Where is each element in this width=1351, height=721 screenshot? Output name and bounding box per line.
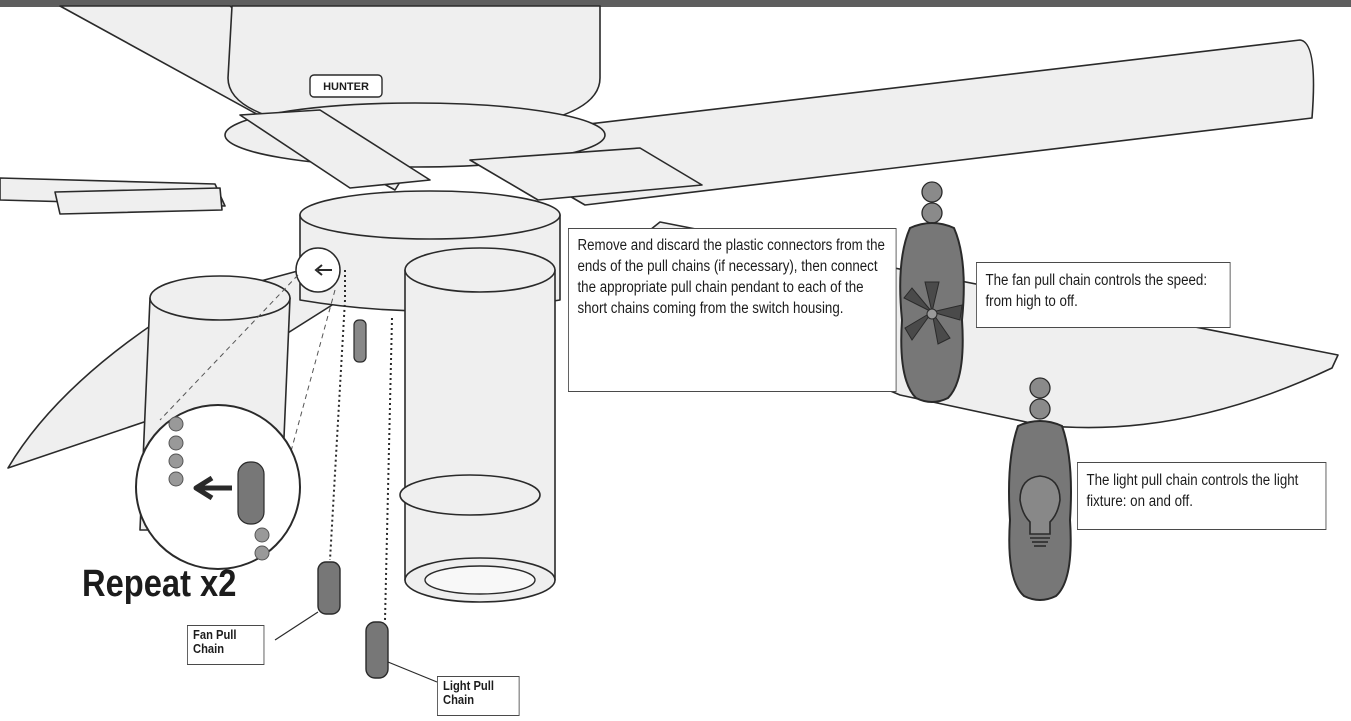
brand-label: HUNTER — [323, 81, 369, 93]
light-pendant-small — [365, 621, 389, 679]
instruction-callout: Remove and discard the plastic connector… — [568, 228, 897, 392]
blade-bracket-left — [54, 187, 223, 215]
fan-chain — [329, 270, 346, 561]
fan-pendant-large — [899, 181, 965, 403]
brand-plate — [309, 74, 383, 98]
chain-connector — [353, 319, 367, 363]
light-pendant-large — [1008, 377, 1072, 601]
fan-blade-upper-right — [469, 39, 1315, 206]
fan-blade-icon — [903, 281, 963, 345]
fan-pendant-small — [317, 561, 341, 615]
blade-bracket-front — [469, 147, 703, 201]
discard-arrow-icon — [193, 475, 232, 501]
fan-chain-callout: The fan pull chain controls the speed: f… — [976, 262, 1231, 328]
connector-detail — [237, 461, 265, 525]
light-chain-callout: The light pull chain controls the light … — [1077, 462, 1327, 530]
blade-bracket-top — [239, 109, 431, 189]
light-pull-chain-tag: Light Pull Chain — [437, 676, 520, 716]
light-chain — [384, 317, 393, 621]
fan-pull-chain-tag: Fan Pull Chain — [187, 625, 265, 665]
repeat-label: Repeat x2 — [82, 563, 237, 605]
light-bulb-icon — [1019, 475, 1061, 547]
top-bar — [0, 0, 1351, 7]
light-shade-front — [404, 269, 556, 581]
